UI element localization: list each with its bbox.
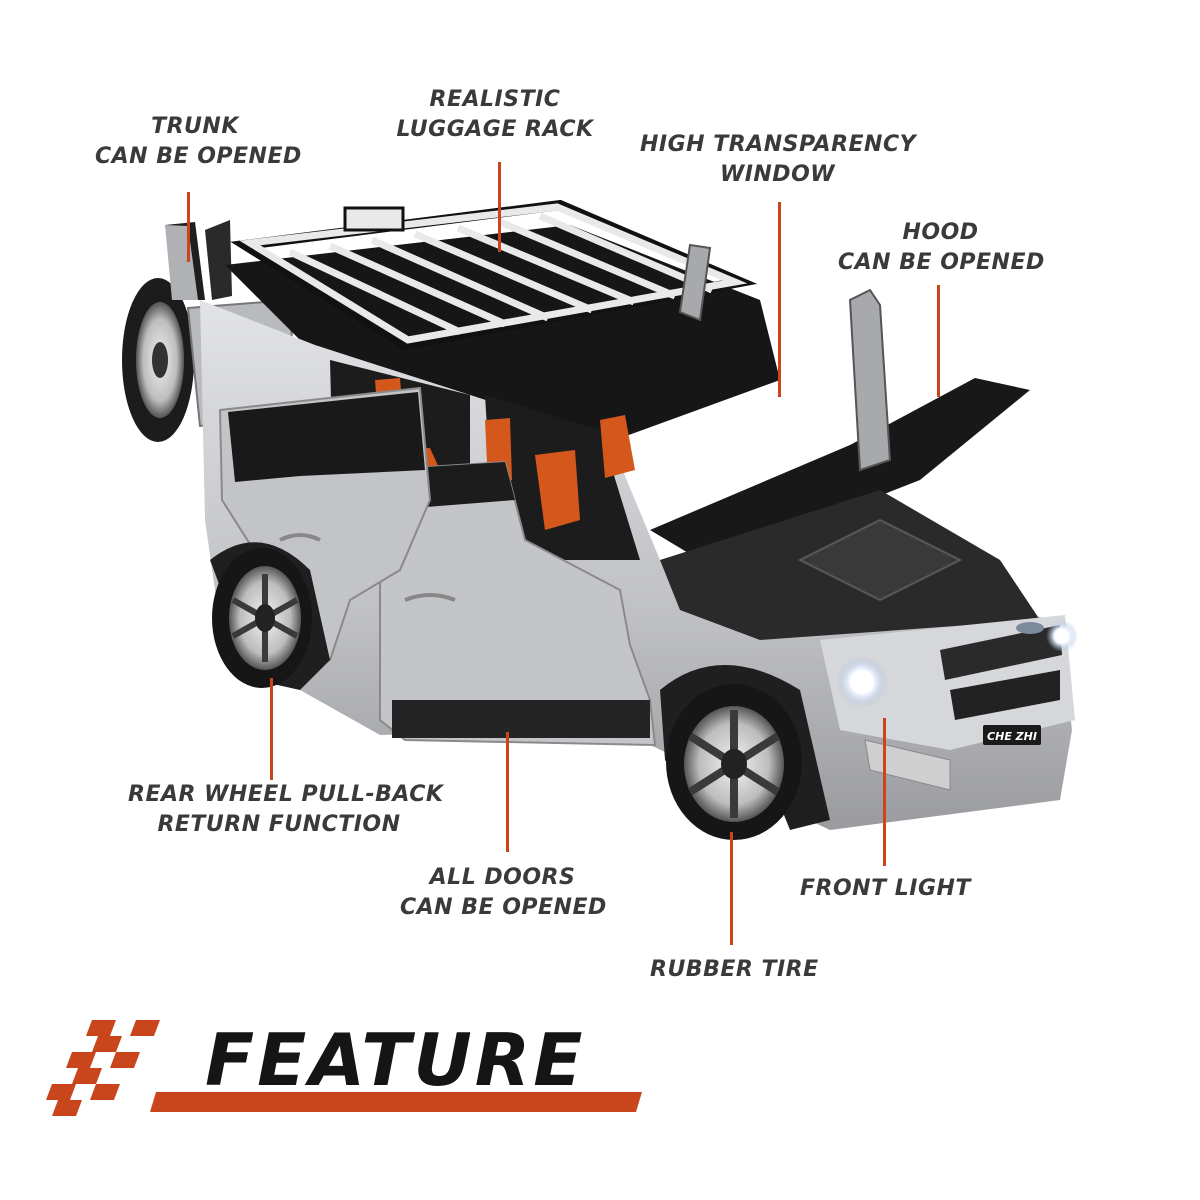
hood-leader-line: [937, 285, 940, 397]
window-leader-line: [778, 202, 781, 397]
hood: [650, 378, 1030, 560]
tire-callout-line1: RUBBER TIRE: [650, 957, 819, 982]
window-callout-line2: WINDOW: [719, 162, 836, 187]
rear-wheel: [212, 548, 312, 688]
tire-callout: RUBBER TIRE: [650, 955, 819, 985]
luggage-rack-callout: REALISTIC LUGGAGE RACK: [390, 85, 600, 145]
rear-wheel-callout: REAR WHEEL PULL-BACK RETURN FUNCTION: [128, 780, 444, 840]
doors-callout-line1: ALL DOORS: [429, 865, 576, 890]
license-plate-text: CHE ZHI: [987, 730, 1037, 743]
tire-leader-line: [730, 832, 733, 945]
front-light-callout: FRONT LIGHT: [800, 874, 970, 904]
hood-callout: HOOD CAN BE OPENED: [838, 218, 1045, 278]
rear-wheel-callout-line1: REAR WHEEL PULL-BACK: [128, 782, 444, 807]
rear-wheel-callout-line2: RETURN FUNCTION: [157, 812, 401, 837]
doors-leader-line: [506, 732, 509, 852]
spare-wheel: [122, 278, 194, 442]
grille: [940, 625, 1062, 680]
rear-wheel-leader-line: [270, 678, 273, 780]
front-wheel: [666, 684, 802, 840]
window-callout-line1: HIGH TRANSPARENCY: [640, 132, 917, 157]
luggage-rack-leader-line: [498, 162, 501, 252]
license-plate: [983, 725, 1041, 745]
trunk-callout-line1: TRUNK: [151, 114, 239, 139]
luggage-rack-callout-line2: LUGGAGE RACK: [396, 117, 594, 142]
doors-callout-line2: CAN BE OPENED: [400, 895, 607, 920]
front-light-leader-line: [883, 718, 886, 866]
hood-callout-line2: CAN BE OPENED: [838, 250, 1045, 275]
window-callout: HIGH TRANSPARENCY WINDOW: [640, 130, 917, 190]
doors-callout: ALL DOORS CAN BE OPENED: [400, 863, 607, 923]
trunk-callout: TRUNK CAN BE OPENED: [95, 112, 302, 172]
trunk-leader-line: [187, 192, 190, 262]
luggage-rack-callout-line1: REALISTIC: [429, 87, 561, 112]
checkered-flag-icon: [46, 1020, 160, 1116]
front-light-callout-line1: FRONT LIGHT: [800, 876, 971, 901]
title-underline: [150, 1092, 642, 1112]
trunk-callout-line2: CAN BE OPENED: [95, 144, 302, 169]
luggage-rack: [230, 199, 758, 351]
feature-title: FEATURE: [205, 1018, 586, 1102]
badge-icon: [1016, 622, 1044, 634]
hood-callout-line1: HOOD: [902, 220, 979, 245]
